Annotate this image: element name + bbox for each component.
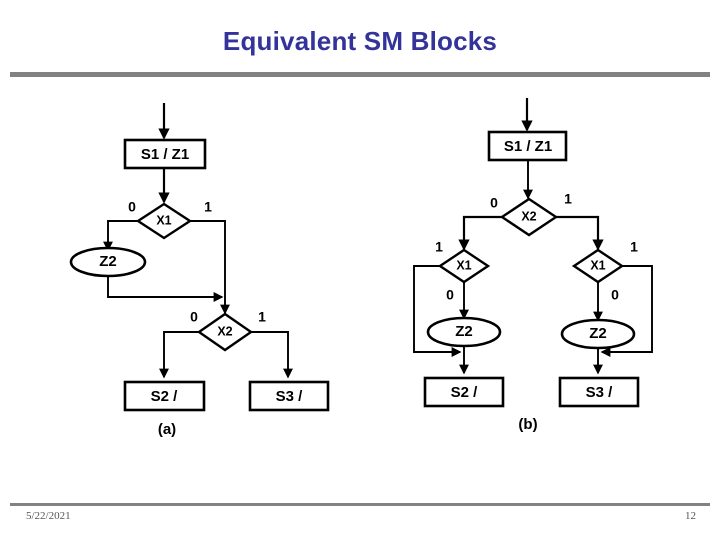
b-x1-right-branch-0-label: 0 bbox=[611, 287, 619, 303]
b-x1-left-branch-1-label: 1 bbox=[435, 239, 443, 255]
b-state-s2-label: S2 / bbox=[451, 384, 479, 401]
a-x1-branch-1-label: 1 bbox=[204, 199, 212, 215]
a-decision-x1-label: X1 bbox=[156, 213, 171, 227]
a-x1-one-wire bbox=[190, 220, 230, 315]
a-state-s2-box[interactable] bbox=[123, 380, 206, 412]
a-output-z2-label: Z2 bbox=[99, 253, 117, 270]
b-x1-right-one-feedback-wire bbox=[600, 265, 653, 357]
page-title: Equivalent SM Blocks bbox=[222, 26, 498, 56]
a-state-s2-label: S2 / bbox=[151, 388, 179, 405]
b-decision-x1-left-label: X1 bbox=[456, 258, 471, 272]
b-x1-right-branch-1-label: 1 bbox=[630, 239, 638, 255]
diagram-area: S1 / Z1 X1 0 1 Z2 bbox=[0, 80, 720, 455]
b-x2-branch-0-label: 0 bbox=[490, 195, 498, 211]
b-decision-x2-label: X2 bbox=[521, 209, 536, 223]
b-caption: (b) bbox=[518, 416, 537, 433]
a-caption: (a) bbox=[158, 421, 176, 438]
a-decision-x1-diamond[interactable] bbox=[135, 202, 193, 240]
a-x1-branch-0-label: 0 bbox=[128, 199, 136, 215]
b-x2-zero-wire bbox=[458, 215, 502, 251]
b-decision-x1-right-label: X1 bbox=[590, 258, 605, 272]
a-state-s3-label: S3 / bbox=[276, 388, 304, 405]
a-state-s1-label: S1 / Z1 bbox=[141, 146, 189, 163]
footer-date: 5/22/2021 bbox=[26, 510, 71, 522]
a-x2-zero-wire bbox=[159, 331, 199, 379]
a-x2-one-wire bbox=[251, 331, 293, 379]
a-decision-x2-diamond[interactable] bbox=[196, 312, 254, 352]
b-decision-x2-diamond[interactable] bbox=[499, 197, 559, 237]
a-x1-zero-wire bbox=[103, 220, 138, 252]
footer-page-number: 12 bbox=[685, 510, 696, 522]
footer-divider bbox=[10, 503, 710, 506]
a-z2-to-x2-wire bbox=[107, 276, 224, 302]
a-decision-x2-label: X2 bbox=[217, 324, 232, 338]
b-output-z2-right-label: Z2 bbox=[589, 325, 607, 342]
b-x1-left-one-feedback-wire bbox=[413, 265, 462, 357]
b-x2-one-wire bbox=[556, 215, 604, 251]
b-state-s1-label: S1 / Z1 bbox=[504, 138, 552, 155]
a-x2-branch-1-label: 1 bbox=[258, 309, 266, 325]
title-divider bbox=[10, 72, 710, 77]
b-state-s3-label: S3 / bbox=[586, 384, 614, 401]
diagram-a: S1 / Z1 X1 0 1 Z2 bbox=[69, 103, 330, 438]
a-x2-branch-0-label: 0 bbox=[190, 309, 198, 325]
a-state-s3-box[interactable] bbox=[248, 380, 330, 412]
b-output-z2-left-label: Z2 bbox=[455, 323, 473, 340]
sm-block-diagram-svg: S1 / Z1 X1 0 1 Z2 bbox=[69, 98, 653, 438]
b-x1-left-branch-0-label: 0 bbox=[446, 287, 454, 303]
diagram-b: S1 / Z1 X2 0 1 X1 1 0 bbox=[413, 98, 653, 433]
b-state-s2-box[interactable] bbox=[423, 376, 505, 408]
b-x2-branch-1-label: 1 bbox=[564, 191, 572, 207]
b-state-s3-box[interactable] bbox=[558, 376, 640, 408]
